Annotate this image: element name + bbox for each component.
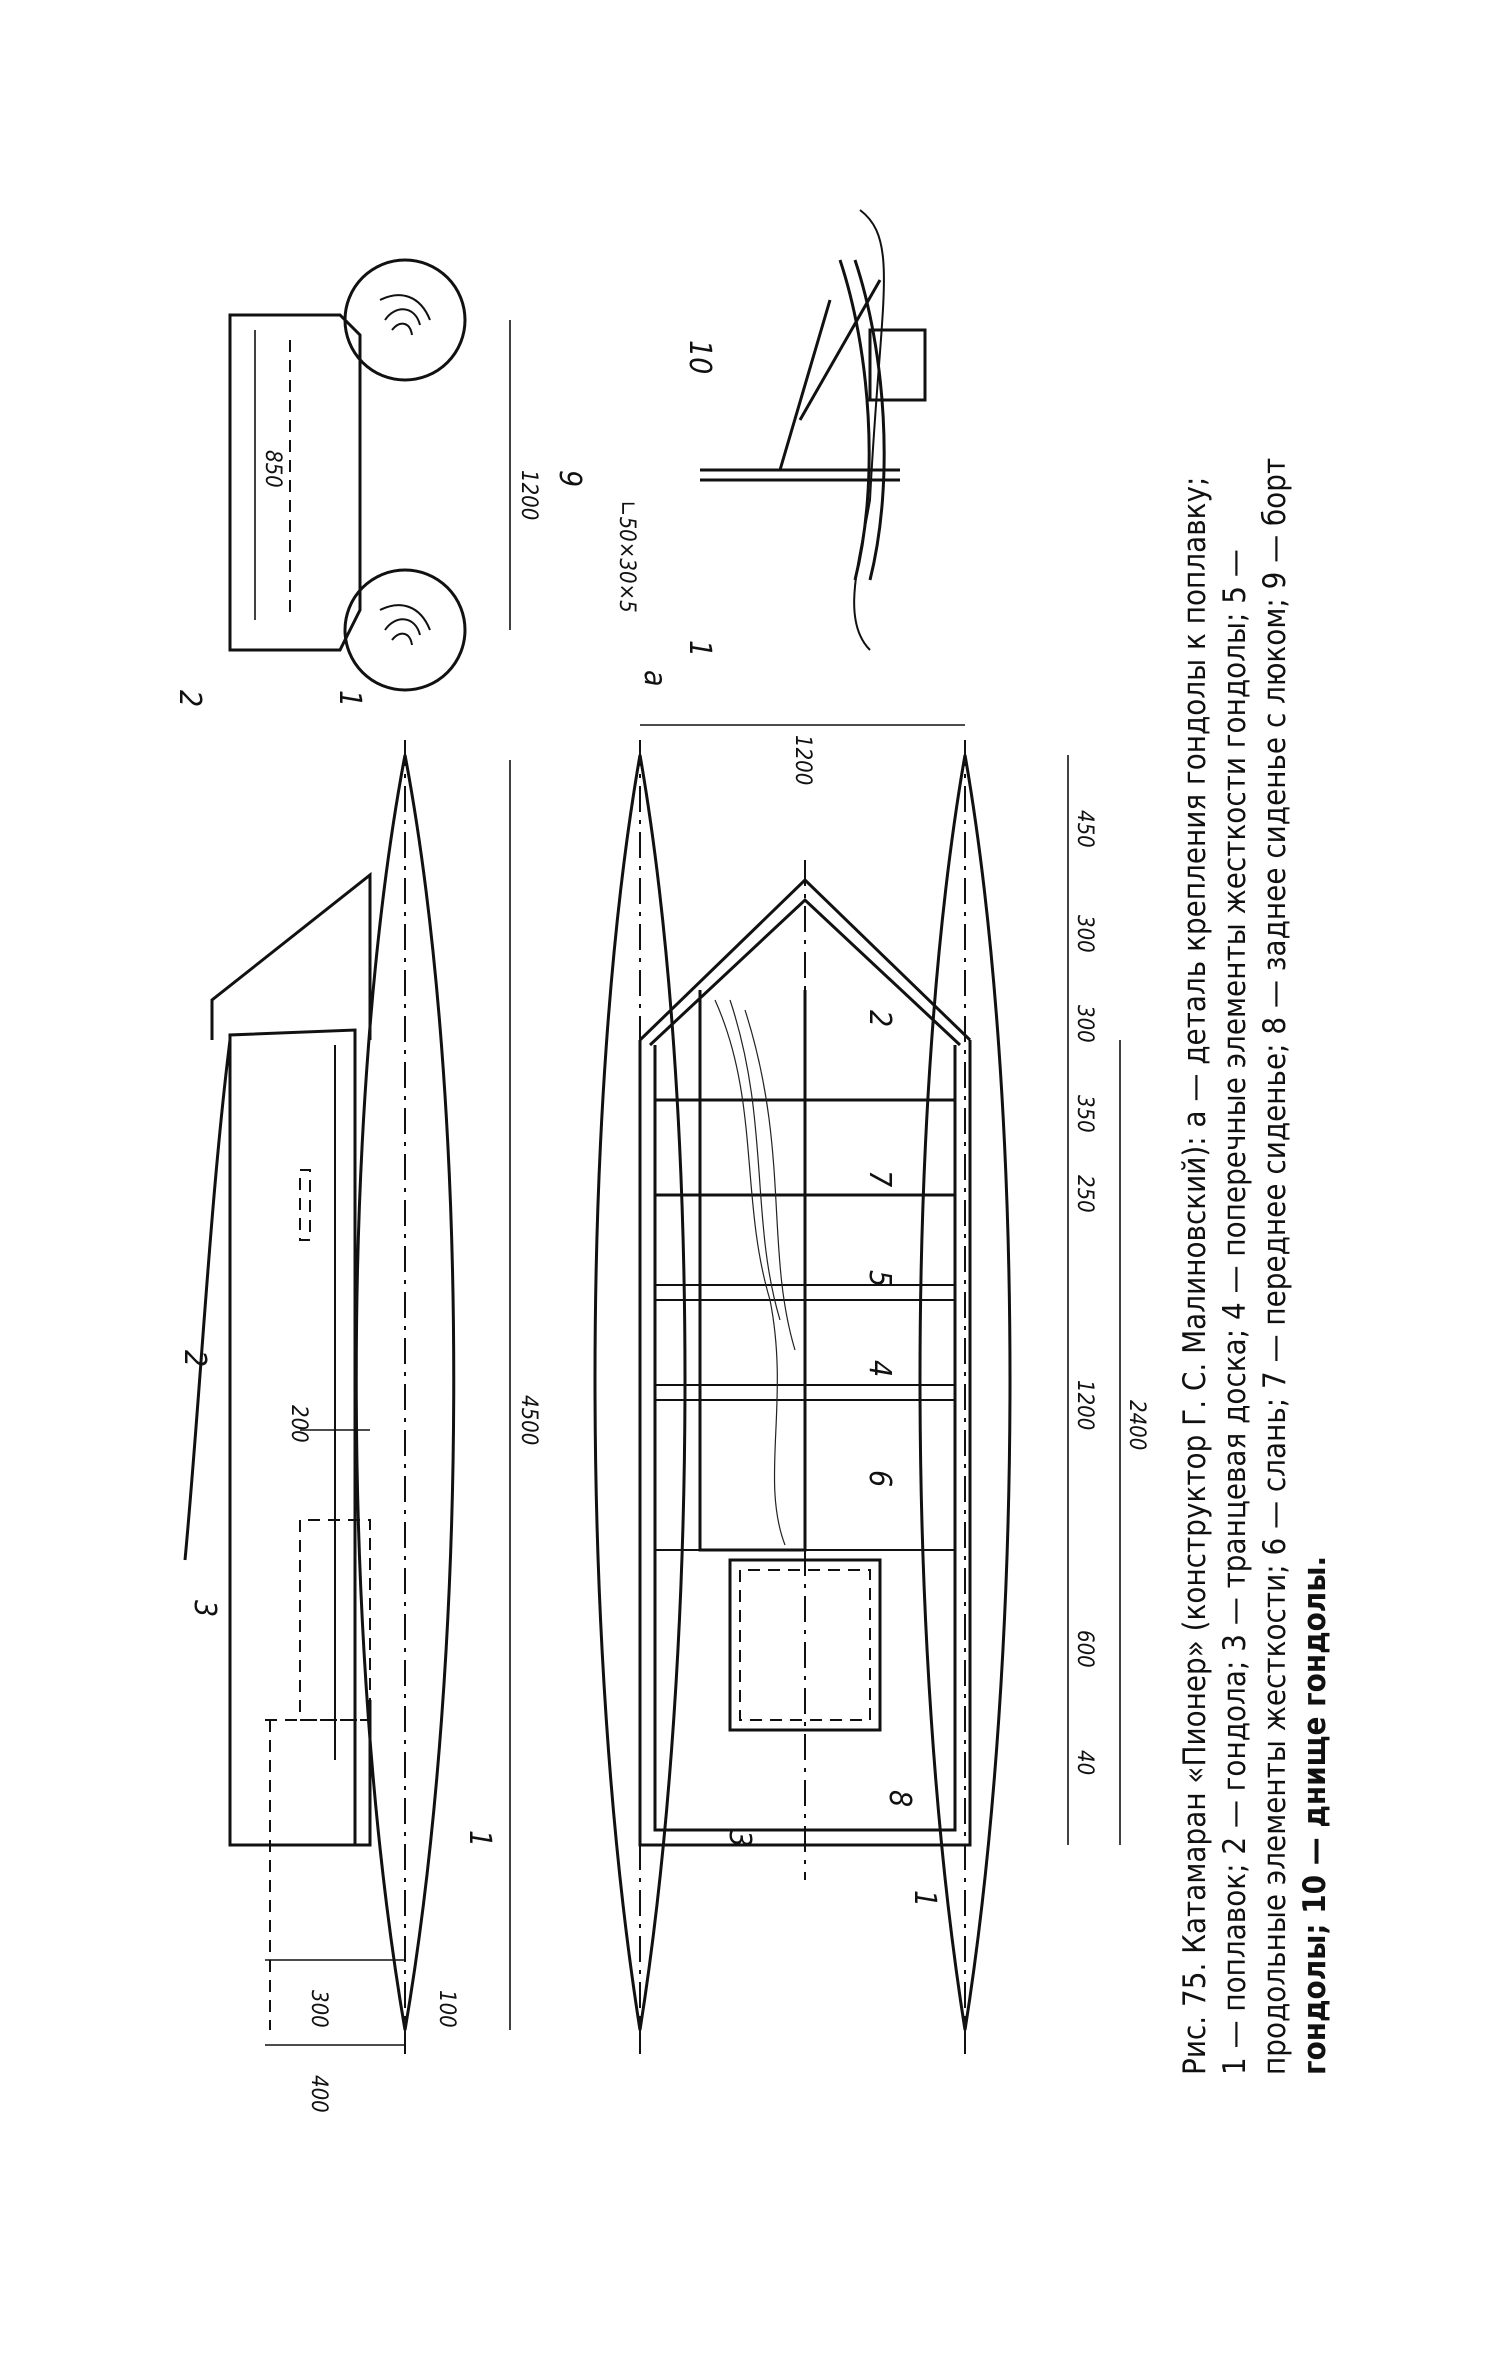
plan-hatch (739, 1569, 871, 1721)
plan-label-gondola: 2 (862, 1010, 897, 1027)
detail-label-float: 1 (682, 640, 717, 657)
side-dim-total-label: 4500 (516, 1395, 541, 1445)
plan-bow (638, 877, 972, 1042)
plan-label-rear-seat: 8 (882, 1790, 917, 1807)
detail-angle-spec: ∟50×30×5 (614, 500, 639, 613)
side-bow (210, 871, 372, 1040)
plan-dim-250: 250 (1072, 1175, 1097, 1213)
side-label-transom: 3 (187, 1600, 222, 1617)
detail-clamp (868, 328, 927, 402)
plan-view: 1200 450 300 300 350 250 1200 600 40 240… (593, 724, 1149, 2060)
plan-deck (698, 990, 807, 1552)
side-gondola-sheer (183, 1039, 232, 1561)
plan-bow-inner (648, 897, 962, 1047)
caption-line-2: 1 — поплавок; 2 — гондола; 3 — транцевая… (1217, 549, 1253, 2075)
drawing-body: 4500 200 300 400 100 2 3 1 1200 850 2 (172, 209, 1333, 2113)
detail-title: а (637, 670, 672, 687)
front-dim-850-label: 850 (260, 450, 285, 488)
detail-label-side: 9 (552, 470, 587, 487)
side-label-gondola: 2 (177, 1350, 212, 1367)
detail-angle (778, 299, 832, 471)
plan-label-deck: 6 (862, 1470, 897, 1487)
plan-deck-grain (714, 999, 796, 1546)
caption-title: Рис. 75. Катамаран «Пионер» (конструктор… (1177, 477, 1213, 2075)
detail-label-bottom: 10 (682, 340, 717, 374)
plan-label-transom: 3 (722, 1830, 757, 1847)
caption-line-4: гондолы; 10 — днище гондолы. (1297, 1556, 1333, 2075)
front-float-top (343, 258, 467, 382)
front-float-bottom-hatch (379, 604, 431, 646)
front-float-top-hatch (379, 294, 431, 336)
plan-dim-1200: 1200 (1072, 1380, 1097, 1430)
plan-label-long: 5 (862, 1270, 897, 1287)
plan-dim-300a: 300 (1072, 915, 1097, 953)
detail-a: а ∟50×30×5 1 9 10 (552, 209, 927, 687)
side-view: 4500 200 300 400 100 2 3 1 (177, 740, 541, 2113)
plan-label-front-seat: 7 (862, 1170, 897, 1187)
plan-dim-450: 450 (1072, 810, 1097, 848)
caption: Рис. 75. Катамаран «Пионер» (конструктор… (1177, 458, 1333, 2075)
side-dim-400-label: 400 (306, 2075, 331, 2113)
detail-float-skin-2 (853, 259, 886, 581)
plan-dim-40: 40 (1072, 1750, 1097, 1775)
plan-dim-2400: 2400 (1124, 1400, 1149, 1450)
front-view: 1200 850 2 1 (172, 258, 541, 707)
front-label-float: 1 (332, 690, 367, 707)
plan-front-seat (653, 1098, 957, 1197)
side-dim-300-label: 300 (306, 1990, 331, 2028)
detail-break-line (853, 209, 885, 651)
front-float-bottom (343, 568, 467, 692)
side-dim-hatch-label: 200 (286, 1405, 311, 1443)
plan-dim-350: 350 (1072, 1095, 1097, 1133)
plan-dim-300b: 300 (1072, 1005, 1097, 1043)
plan-label-float: 1 (907, 1890, 942, 1907)
side-dim-100-label: 100 (434, 1990, 459, 2028)
front-dim-1200-label: 1200 (516, 470, 541, 520)
plan-dim-600: 600 (1072, 1630, 1097, 1668)
front-label-gondola: 2 (172, 690, 207, 707)
plan-gondola-sides (638, 1040, 972, 1847)
side-handle (299, 1169, 311, 1241)
plan-hatch-frame (728, 1558, 882, 1732)
side-label-float: 1 (462, 1830, 497, 1847)
front-gondola (228, 313, 362, 652)
side-stern (228, 1700, 372, 1847)
plan-dim-width-label: 1200 (790, 735, 815, 785)
plan-gondola-inner (653, 1045, 957, 1832)
plan-label-cross: 4 (862, 1360, 897, 1377)
detail-bottom-board (798, 279, 882, 421)
caption-line-3: продольные элементы жесткости; 6 — слань… (1257, 458, 1293, 2075)
